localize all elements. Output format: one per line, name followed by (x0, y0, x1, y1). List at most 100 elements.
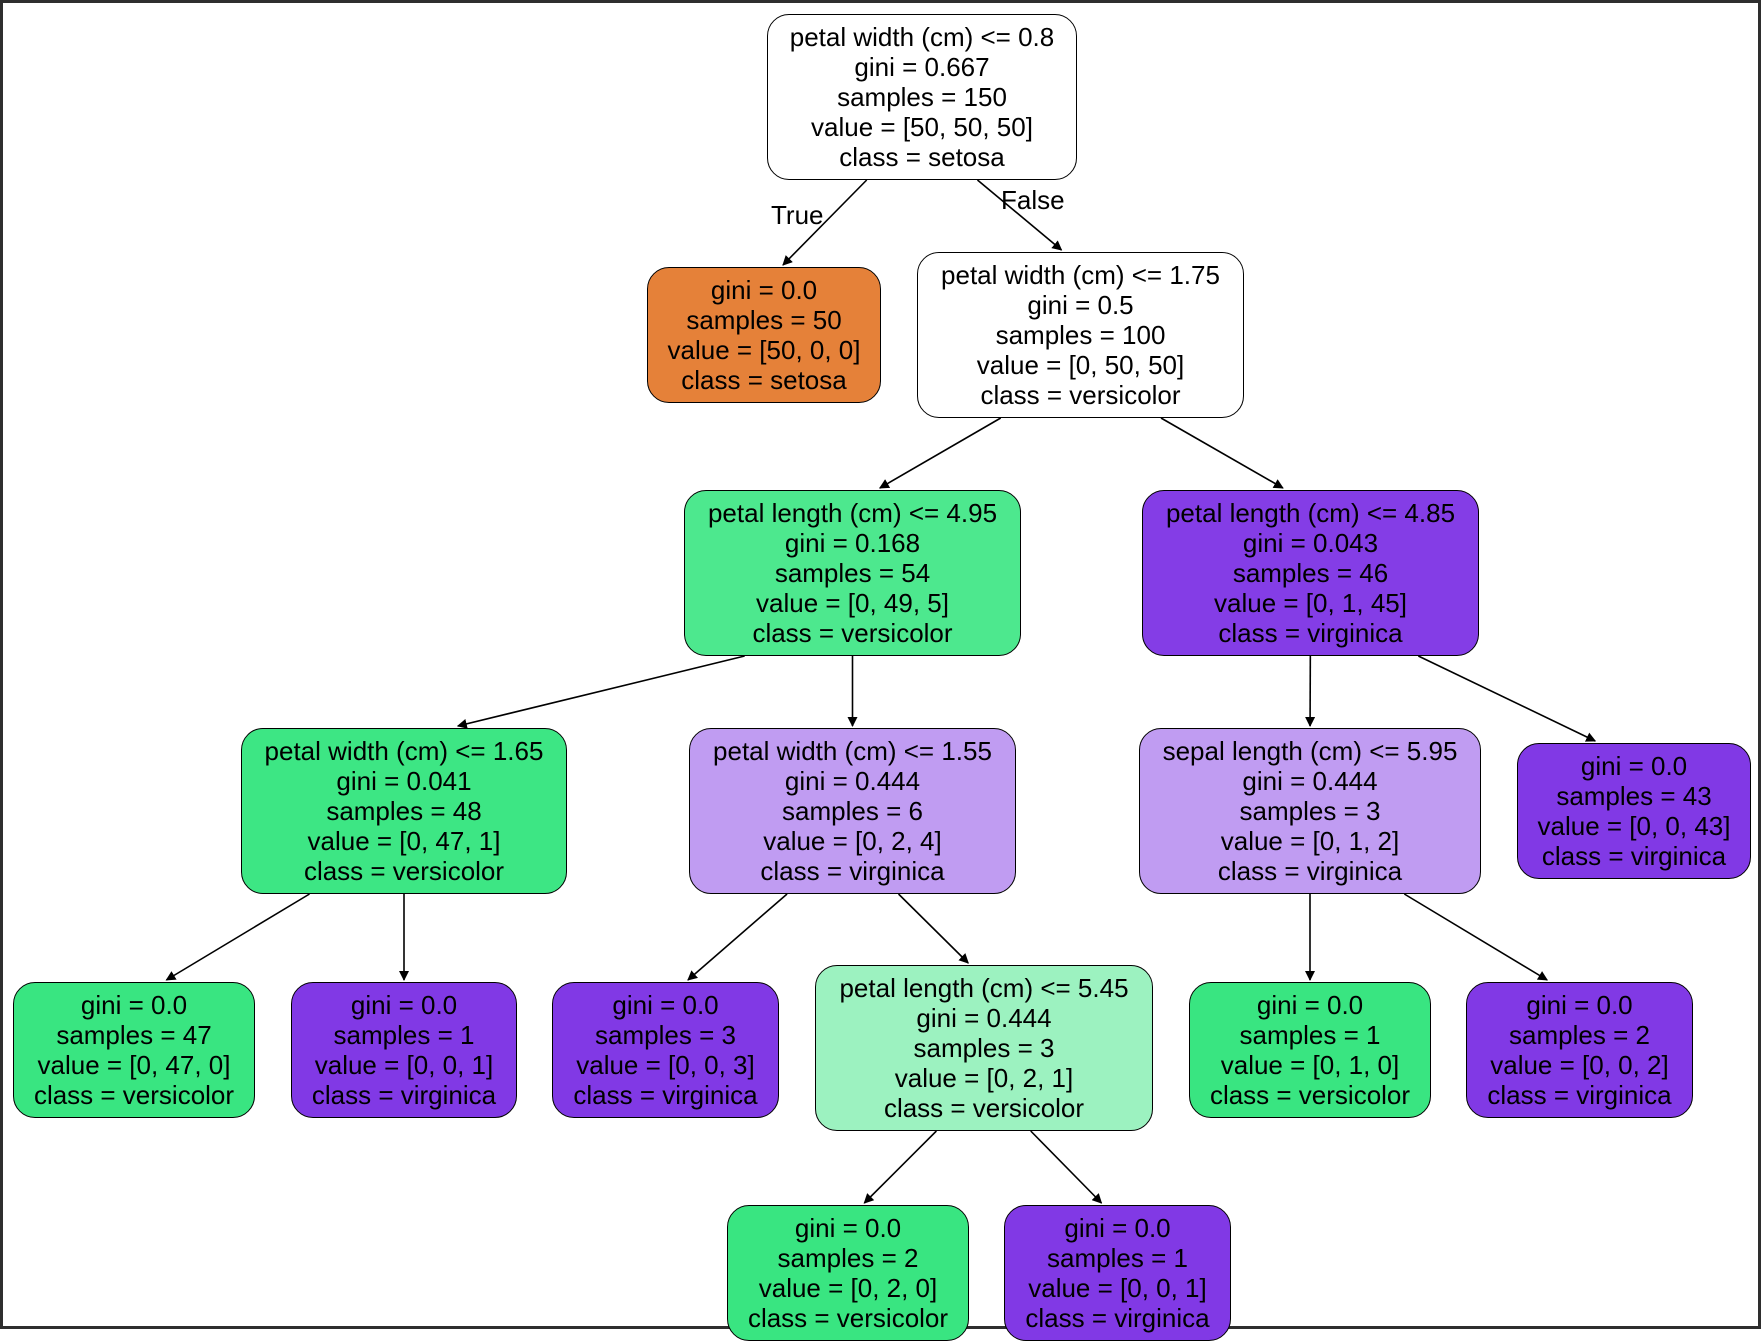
node-line: value = [0, 1, 0] (1221, 1050, 1400, 1080)
node-line: class = setosa (681, 365, 846, 395)
node-line: value = [0, 2, 1] (895, 1063, 1074, 1093)
node-line: value = [0, 50, 50] (977, 350, 1184, 380)
node-line: petal width (cm) <= 0.8 (790, 22, 1054, 52)
node-line: class = virginica (573, 1080, 757, 1110)
node-line: petal width (cm) <= 1.75 (941, 260, 1220, 290)
node-line: samples = 100 (996, 320, 1166, 350)
edge-label-true: True (771, 200, 824, 230)
node-line: gini = 0.667 (854, 52, 989, 82)
node-line: samples = 48 (326, 796, 481, 826)
node-line: samples = 1 (334, 1020, 475, 1050)
node-line: samples = 54 (775, 558, 930, 588)
node-line: value = [0, 0, 3] (576, 1050, 755, 1080)
edge-n12-to-n16 (1031, 1131, 1102, 1203)
edge-n2-to-n4 (1161, 418, 1283, 488)
node-line: gini = 0.0 (1064, 1213, 1170, 1243)
edge-n3-to-n5 (458, 656, 745, 726)
node-line: value = [50, 0, 0] (668, 335, 861, 365)
node-line: class = virginica (1542, 841, 1726, 871)
node-line: gini = 0.168 (785, 528, 920, 558)
node-line: samples = 2 (1509, 1020, 1650, 1050)
node-line: value = [0, 0, 2] (1490, 1050, 1669, 1080)
node-line: class = versicolor (34, 1080, 234, 1110)
node-line: samples = 1 (1047, 1243, 1188, 1273)
node-line: gini = 0.0 (1257, 990, 1363, 1020)
node-line: samples = 6 (782, 796, 923, 826)
tree-edges (3, 3, 1761, 1332)
node-line: gini = 0.043 (1243, 528, 1378, 558)
edge-n6-to-n11 (688, 894, 787, 980)
node-line: gini = 0.444 (785, 766, 920, 796)
node-line: petal length (cm) <= 4.95 (708, 498, 997, 528)
node-line: value = [0, 0, 1] (315, 1050, 494, 1080)
edge-label-false: False (1001, 185, 1065, 215)
edge-n7-to-n14 (1404, 894, 1547, 980)
node-line: gini = 0.444 (916, 1003, 1051, 1033)
node-line: class = virginica (1218, 618, 1402, 648)
node-line: value = [0, 2, 0] (759, 1273, 938, 1303)
node-line: gini = 0.5 (1027, 290, 1133, 320)
node-line: value = [0, 0, 1] (1028, 1273, 1207, 1303)
node-line: class = versicolor (1210, 1080, 1410, 1110)
node-line: value = [50, 50, 50] (811, 112, 1033, 142)
node-line: class = versicolor (884, 1093, 1084, 1123)
node-line: gini = 0.0 (81, 990, 187, 1020)
node-line: class = versicolor (304, 856, 504, 886)
node-line: class = virginica (760, 856, 944, 886)
node-line: gini = 0.041 (336, 766, 471, 796)
node-line: gini = 0.0 (711, 275, 817, 305)
node-line: class = versicolor (752, 618, 952, 648)
node-line: samples = 1 (1240, 1020, 1381, 1050)
node-line: value = [0, 47, 1] (308, 826, 501, 856)
node-line: samples = 3 (914, 1033, 1055, 1063)
node-line: value = [0, 47, 0] (38, 1050, 231, 1080)
node-line: gini = 0.444 (1242, 766, 1377, 796)
node-line: gini = 0.0 (1526, 990, 1632, 1020)
node-line: class = virginica (1487, 1080, 1671, 1110)
node-line: samples = 3 (1240, 796, 1381, 826)
node-line: value = [0, 0, 43] (1538, 811, 1731, 841)
node-line: gini = 0.0 (795, 1213, 901, 1243)
node-line: class = versicolor (980, 380, 1180, 410)
node-line: samples = 46 (1233, 558, 1388, 588)
edge-n5-to-n9 (166, 894, 309, 980)
edge-n2-to-n3 (880, 418, 1001, 488)
node-line: samples = 150 (837, 82, 1007, 112)
node-line: class = virginica (1218, 856, 1402, 886)
node-line: samples = 2 (778, 1243, 919, 1273)
node-line: petal width (cm) <= 1.55 (713, 736, 992, 766)
node-line: samples = 43 (1556, 781, 1711, 811)
node-line: class = virginica (312, 1080, 496, 1110)
node-line: petal length (cm) <= 4.85 (1166, 498, 1455, 528)
node-line: value = [0, 49, 5] (756, 588, 949, 618)
node-line: samples = 3 (595, 1020, 736, 1050)
node-line: value = [0, 1, 45] (1214, 588, 1407, 618)
edge-n6-to-n12 (899, 894, 969, 963)
node-line: gini = 0.0 (1581, 751, 1687, 781)
node-line: petal width (cm) <= 1.65 (265, 736, 544, 766)
node-line: value = [0, 2, 4] (763, 826, 942, 856)
node-line: petal length (cm) <= 5.45 (839, 973, 1128, 1003)
node-line: samples = 50 (686, 305, 841, 335)
node-line: class = setosa (839, 142, 1004, 172)
node-line: gini = 0.0 (612, 990, 718, 1020)
node-line: sepal length (cm) <= 5.95 (1163, 736, 1458, 766)
node-line: gini = 0.0 (351, 990, 457, 1020)
